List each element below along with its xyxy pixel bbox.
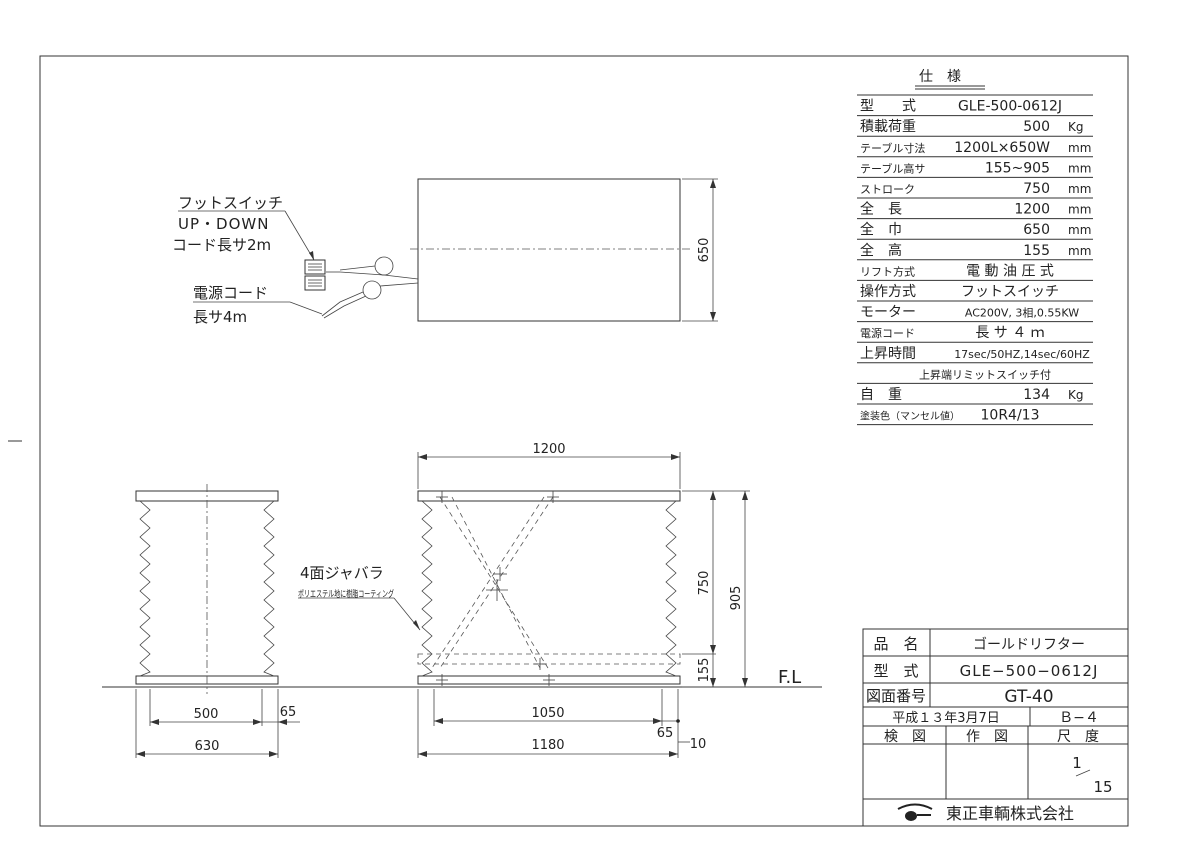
- front-table-top: [417, 490, 681, 502]
- foot-switch-cord-coil: [374, 256, 394, 276]
- title-name-label: 品 名: [873, 635, 918, 653]
- spec-row-value: 1200: [1014, 202, 1050, 218]
- spec-row-value: GLE-500-0612J: [958, 99, 1062, 115]
- dim-base-gap: 10: [690, 737, 707, 752]
- spec-row-label: 塗装色（マンセル値）: [860, 410, 960, 423]
- dim-side-offset: 65: [280, 705, 297, 720]
- power-cord-length-label: 長サ4m: [193, 308, 247, 326]
- spec-row-label: 全 巾: [860, 221, 902, 238]
- bellows-label: 4面ジャバラ: [300, 564, 384, 582]
- side-bellows-left: [139, 500, 151, 677]
- spec-row-value: 134: [1023, 387, 1050, 403]
- title-drawing-no-value: GT-40: [1004, 687, 1053, 707]
- spec-row-label: 全 長: [860, 201, 902, 218]
- dim-base-offset: 65: [657, 726, 674, 741]
- spec-row-label: 積載荷重: [860, 119, 916, 135]
- top-view: 650 フットスイッチ UP・DOWN コード長サ2m 電源コード 長サ4m: [172, 178, 718, 326]
- dim-top-width: 650: [697, 238, 712, 263]
- spec-row-value: フットスイッチ: [961, 284, 1059, 300]
- dim-stroke: 750: [697, 571, 712, 596]
- scissor-pivots: [436, 491, 559, 686]
- foot-switch-down-pedal: [304, 275, 326, 291]
- floor-level-label: F.L: [778, 667, 801, 688]
- spec-row-value: 電 動 油 圧 式: [966, 263, 1054, 279]
- spec-row-label: 自 重: [860, 387, 902, 403]
- dim-base-inner: 1050: [531, 706, 564, 721]
- title-date: 平成１３年3月7日: [892, 711, 1000, 726]
- title-drawing-no-label: 図面番号: [866, 687, 926, 705]
- dim-side-outer: 630: [195, 739, 220, 754]
- drawing-border: [39, 55, 1129, 827]
- spec-row-unit: mm: [1068, 244, 1091, 258]
- spec-row-label: モーター: [860, 305, 916, 321]
- front-view: 4面ジャバラ ポリエステル地に樹脂コーティング 1200 750 155 905: [298, 442, 750, 758]
- title-model-label: 型 式: [873, 662, 918, 680]
- title-inspect-label: 検 図: [884, 729, 926, 745]
- lowered-table-outline: [417, 653, 681, 665]
- spec-row-value: 155: [1023, 243, 1050, 259]
- spec-row-label: ストローク: [860, 183, 915, 196]
- title-model-value: GLE−500−0612J: [960, 662, 1099, 680]
- dim-side-inner: 500: [194, 707, 219, 722]
- table-top-outline: [417, 178, 681, 322]
- title-scale-label: 尺 度: [1057, 729, 1099, 745]
- title-size: Ｂ−４: [1059, 710, 1099, 726]
- dim-max-height: 905: [729, 586, 744, 611]
- spec-row-value: 上昇端リミットスイッチ付: [919, 368, 1051, 381]
- company-name: 東正車輌株式会社: [946, 804, 1074, 823]
- foot-switch-up-pedal: [304, 259, 326, 275]
- cord-length-label: コード長サ2m: [172, 236, 271, 254]
- spec-row-unit: mm: [1068, 182, 1091, 196]
- side-bellows-right: [263, 500, 275, 677]
- spec-row-label: 電源コード: [860, 326, 915, 340]
- spec-row-label: リフト方式: [860, 264, 915, 278]
- spec-row-label: テーブル寸法: [860, 141, 925, 155]
- spec-row-label: テーブル高サ: [860, 161, 925, 175]
- spec-row-unit: mm: [1068, 141, 1091, 155]
- spec-row-unit: mm: [1068, 203, 1091, 217]
- title-scale-numerator: 1: [1072, 754, 1082, 772]
- spec-row-value: AC200V, 3相,0.55KW: [965, 307, 1079, 320]
- title-block: 品 名 ゴールドリフター 型 式 GLE−500−0612J 図面番号 GT-4…: [862, 628, 1129, 827]
- spec-row-value: 650: [1023, 222, 1050, 238]
- side-view: 500 65 630: [135, 484, 300, 758]
- spec-row-value: 長 サ ４ ｍ: [975, 325, 1044, 341]
- front-bellows-left: [421, 500, 433, 677]
- spec-row-unit: Kg: [1068, 388, 1084, 402]
- title-scale-denominator: 15: [1093, 778, 1112, 796]
- spec-row-value: 750: [1023, 181, 1050, 197]
- spec-row-value: 155~905: [985, 160, 1050, 176]
- foot-switch-label: フットスイッチ: [178, 194, 283, 212]
- spec-row-value: 1200L×650W: [954, 140, 1050, 156]
- spec-row-value: 10R4/13: [981, 408, 1040, 424]
- spec-row-unit: mm: [1068, 161, 1091, 175]
- spec-row-value: 17sec/50HZ,14sec/60HZ: [954, 348, 1090, 361]
- spec-row-value: 500: [1023, 119, 1050, 135]
- title-draw-label: 作 図: [966, 729, 1008, 745]
- spec-row-label: 型 式: [860, 99, 916, 115]
- spec-title: 仕 様: [919, 69, 961, 85]
- scissor-arm-1: [439, 496, 549, 669]
- dim-front-length: 1200: [532, 442, 565, 457]
- spec-row-unit: mm: [1068, 223, 1091, 237]
- bellows-note: ポリエステル地に樹脂コーティング: [298, 588, 394, 600]
- power-cord-coil: [362, 280, 382, 300]
- spec-row-label: 操作方式: [860, 284, 916, 300]
- dim-base-outer: 1180: [531, 738, 564, 753]
- scissor-arm-2: [439, 496, 554, 669]
- up-down-label: UP・DOWN: [178, 215, 269, 233]
- power-cord-label: 電源コード: [193, 284, 268, 302]
- spec-row-label: 全 高: [860, 242, 902, 259]
- spec-row-label: 上昇時間: [860, 346, 916, 362]
- dim-min-height: 155: [697, 658, 712, 683]
- title-name-value: ゴールドリフター: [973, 636, 1085, 653]
- front-bellows-right: [665, 500, 677, 677]
- spec-row-unit: Kg: [1068, 120, 1084, 134]
- company-logo: [897, 803, 933, 821]
